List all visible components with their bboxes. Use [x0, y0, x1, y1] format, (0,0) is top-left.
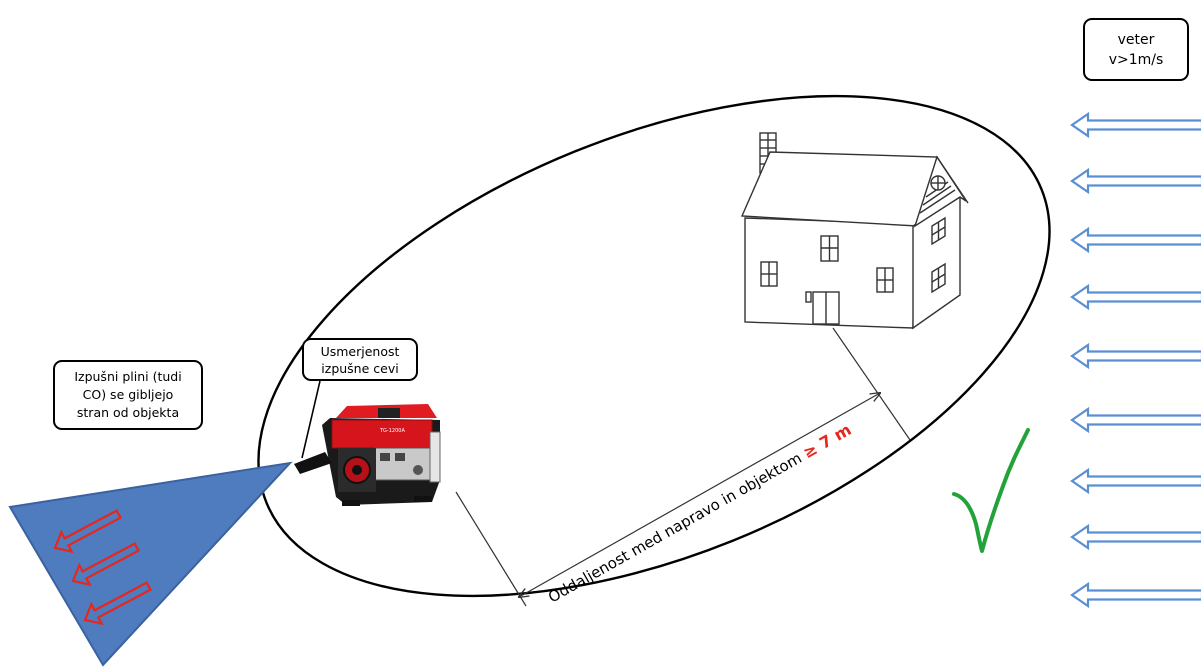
pipe-label-line1: Usmerjenost: [320, 343, 400, 359]
house-icon: [740, 132, 969, 330]
checkmark-icon: [952, 428, 1030, 553]
distance-value: ≥ 7 m: [800, 420, 855, 462]
generator-brand: TG-1200A: [379, 428, 405, 434]
generator-icon: TG-1200A: [294, 404, 441, 506]
wind-label-line2: v>1m/s: [1108, 51, 1164, 68]
wind-arrow-icon: [1070, 168, 1201, 194]
wind-label-line1: veter: [1117, 31, 1155, 48]
wind-arrow-icon: [1070, 284, 1201, 310]
exhaust-label-line1: Izpušni plini (tudi: [74, 369, 182, 384]
wind-arrow-icon: [1070, 343, 1201, 369]
wind-arrow-icon: [1070, 582, 1201, 608]
pipe-callout-pointer: [301, 380, 321, 459]
wind-label: veter v>1m/s: [1083, 18, 1189, 81]
wind-arrow-icon: [1070, 468, 1201, 494]
distance-arrow-line: [519, 393, 880, 597]
safety-zone-ellipse: [257, 94, 1051, 598]
distance-dimension: [455, 327, 911, 607]
exhaust-label: Izpušni plini (tudi CO) se gibljejo stra…: [53, 360, 203, 430]
exhaust-cone: [8, 461, 293, 667]
pipe-label-line2: izpušne cevi: [321, 360, 399, 376]
wind-arrow-icon: [1070, 524, 1201, 550]
wind-arrows: [1070, 112, 1201, 608]
wind-arrow-icon: [1070, 227, 1201, 253]
wind-arrow-icon: [1070, 407, 1201, 433]
exhaust-label-line3: stran od objekta: [76, 405, 180, 420]
exhaust-label-line2: CO) se gibljejo: [82, 387, 174, 402]
distance-label: Oddaljenost med napravo in objektom ≥ 7 …: [545, 420, 855, 607]
distance-label-text: Oddaljenost med napravo in objektom: [545, 447, 809, 607]
pipe-direction-label: Usmerjenost izpušne cevi: [302, 338, 418, 381]
wind-arrow-icon: [1070, 112, 1201, 138]
